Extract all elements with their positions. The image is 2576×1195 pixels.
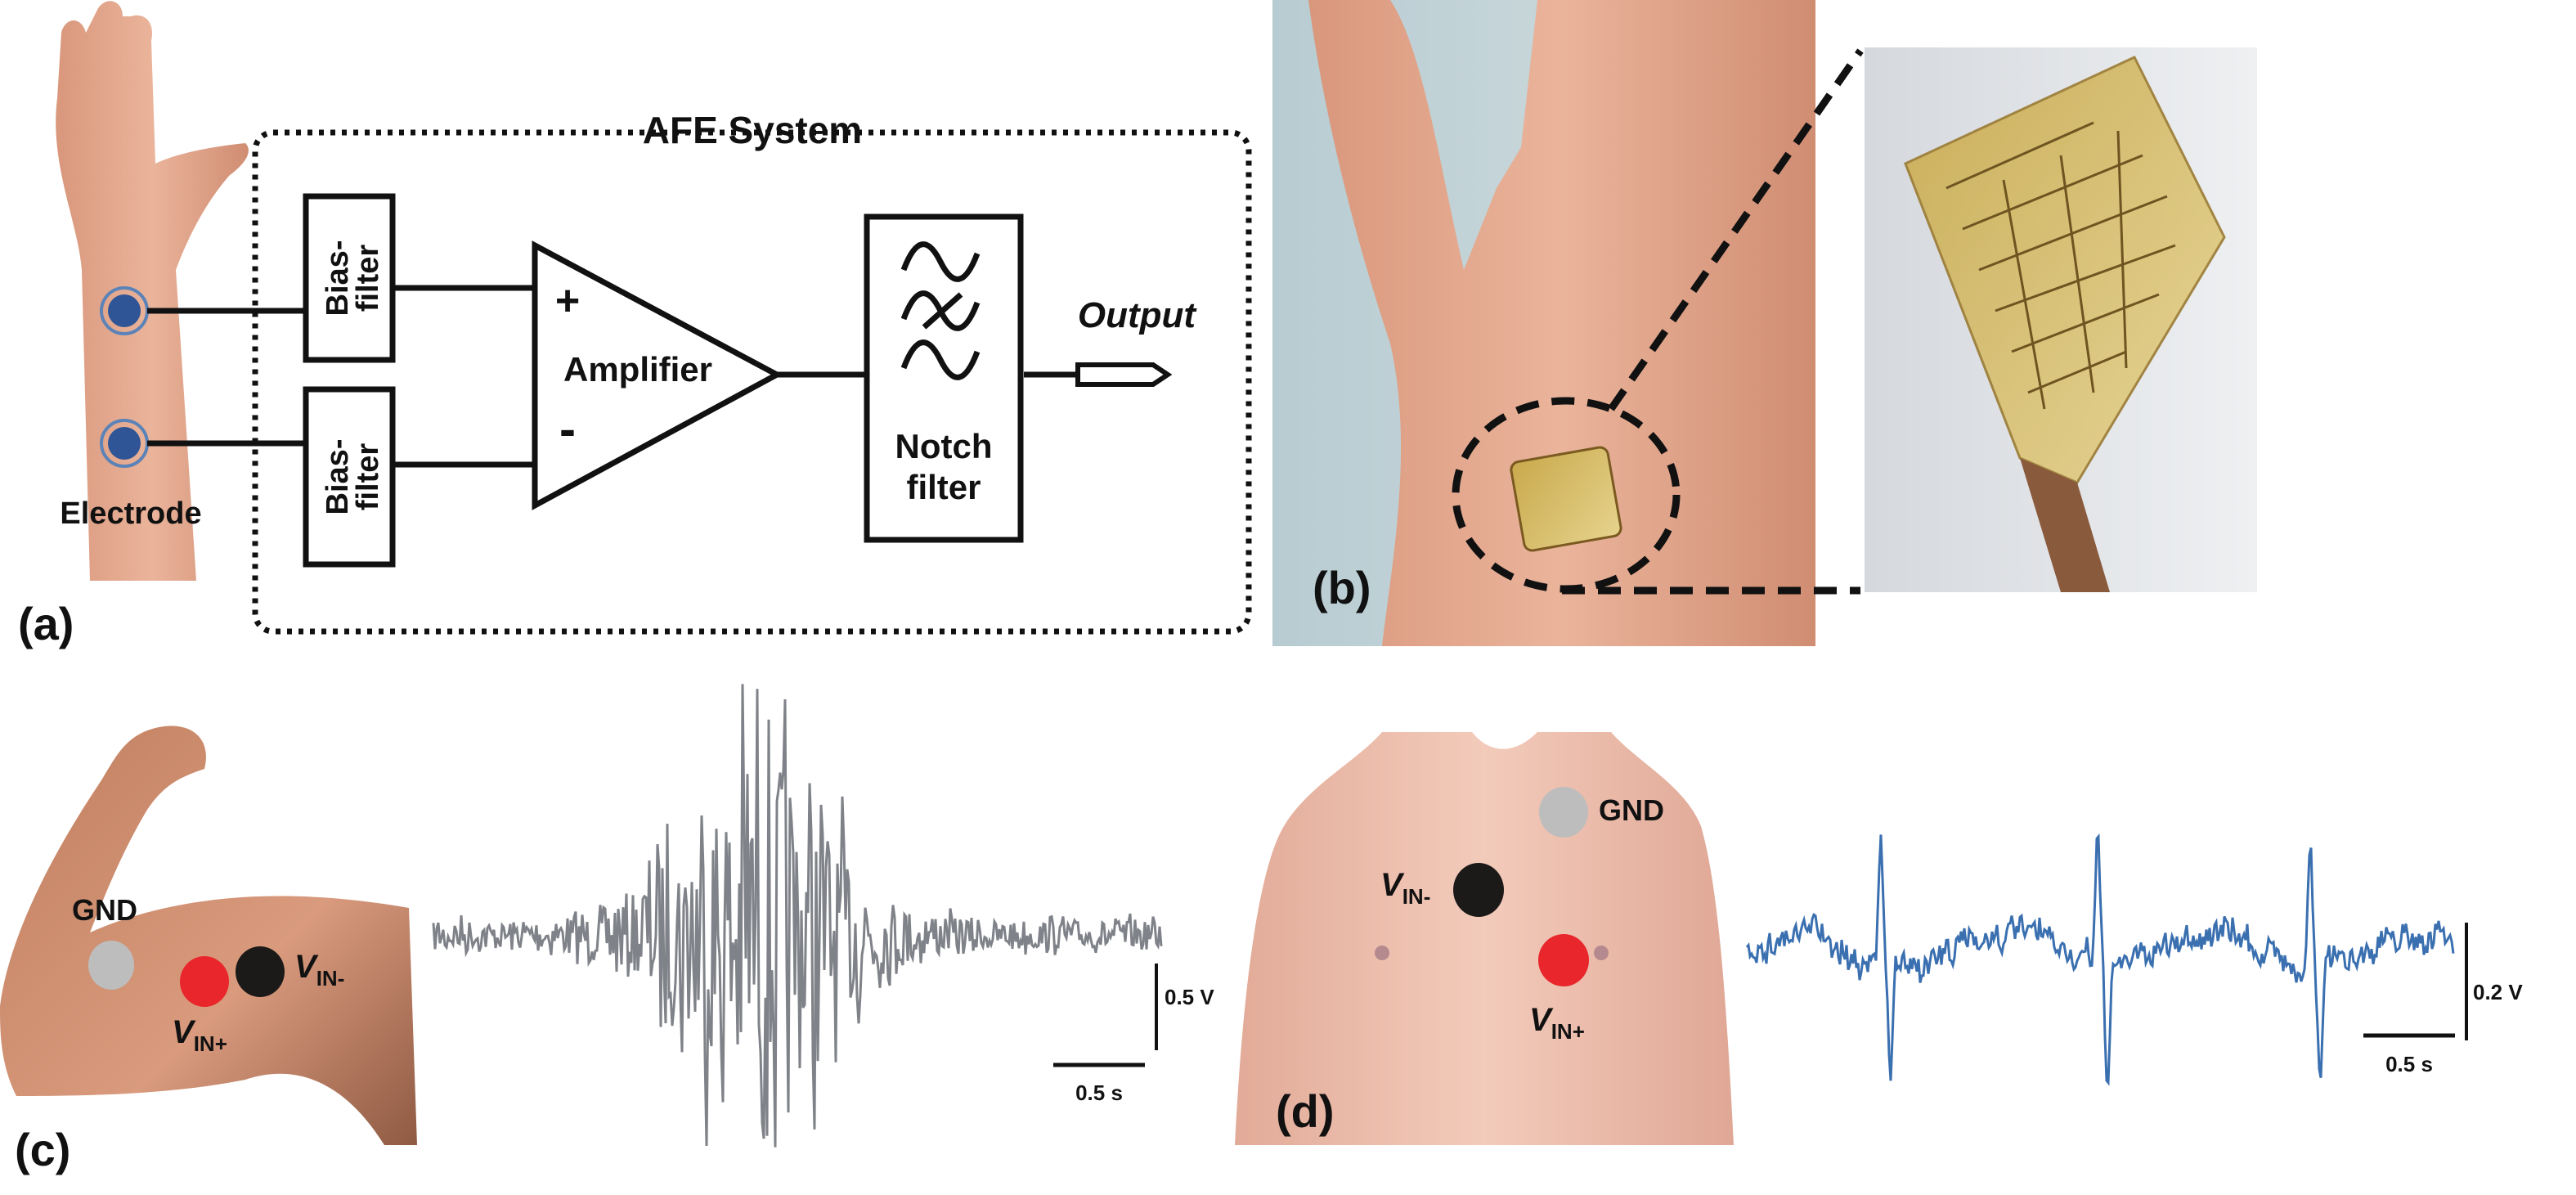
forearm-hand-photo — [56, 1, 249, 581]
panel-a: AFE System Electrode Bias- filter — [18, 1, 1249, 649]
gnd-label: GND — [1599, 793, 1664, 827]
panel-d-label: (d) — [1276, 1085, 1335, 1137]
svg-text:Bias-: Bias- — [321, 439, 355, 515]
panel-b-label: (b) — [1313, 562, 1371, 613]
panel-c: GND VIN- VIN+ 0.5 V 0.5 s (c) — [0, 684, 1214, 1175]
notch-filter-block: Notch filter — [867, 217, 1021, 540]
output-arrow-icon — [1078, 365, 1168, 384]
svg-text:filter: filter — [351, 443, 385, 511]
panel-d: GND VIN- VIN+ 0.2 V 0.5 s (d) — [1235, 732, 2523, 1145]
bias-filter-bottom: Bias- filter — [306, 389, 393, 564]
svg-text:Bias-: Bias- — [321, 240, 355, 317]
vin-plus-electrode-icon — [1538, 934, 1589, 986]
svg-text:filter: filter — [906, 468, 981, 506]
plus-sign: + — [555, 277, 580, 325]
panel-a-label: (a) — [18, 598, 74, 649]
amplifier-label: Amplifier — [563, 350, 712, 389]
ecg-signal-trace — [1747, 834, 2453, 1082]
voltage-scale-label: 0.5 V — [1165, 985, 1214, 1009]
minus-sign: - — [559, 402, 576, 456]
nipple-right — [1594, 946, 1609, 960]
amplifier-block: + - Amplifier — [535, 245, 777, 505]
afe-system-title: AFE System — [643, 109, 862, 151]
flexible-chip-on-palm — [1510, 446, 1622, 551]
panel-b: (b) — [1272, 0, 2257, 646]
output-label: Output — [1078, 295, 1198, 335]
gnd-label: GND — [72, 893, 137, 927]
panel-c-label: (c) — [15, 1124, 70, 1175]
electrode-label: Electrode — [60, 496, 201, 531]
gnd-electrode-icon — [88, 941, 134, 990]
electrode-icon-bottom — [101, 420, 147, 466]
vin-minus-electrode-icon — [1453, 863, 1504, 917]
emg-signal-trace — [433, 684, 1161, 1147]
nipple-left — [1375, 946, 1389, 960]
vin-plus-electrode-icon — [180, 956, 229, 1007]
time-scale-label: 0.5 s — [2385, 1052, 2433, 1076]
vin-minus-electrode-icon — [236, 946, 285, 997]
flexed-arm-photo — [0, 726, 417, 1145]
svg-text:Notch: Notch — [895, 427, 993, 465]
svg-text:filter: filter — [351, 245, 385, 312]
electrode-icon-top — [101, 288, 147, 334]
voltage-scale-label: 0.2 V — [2473, 980, 2523, 1004]
gnd-electrode-icon — [1539, 787, 1588, 838]
bias-filter-top: Bias- filter — [306, 196, 393, 360]
time-scale-label: 0.5 s — [1075, 1080, 1123, 1105]
